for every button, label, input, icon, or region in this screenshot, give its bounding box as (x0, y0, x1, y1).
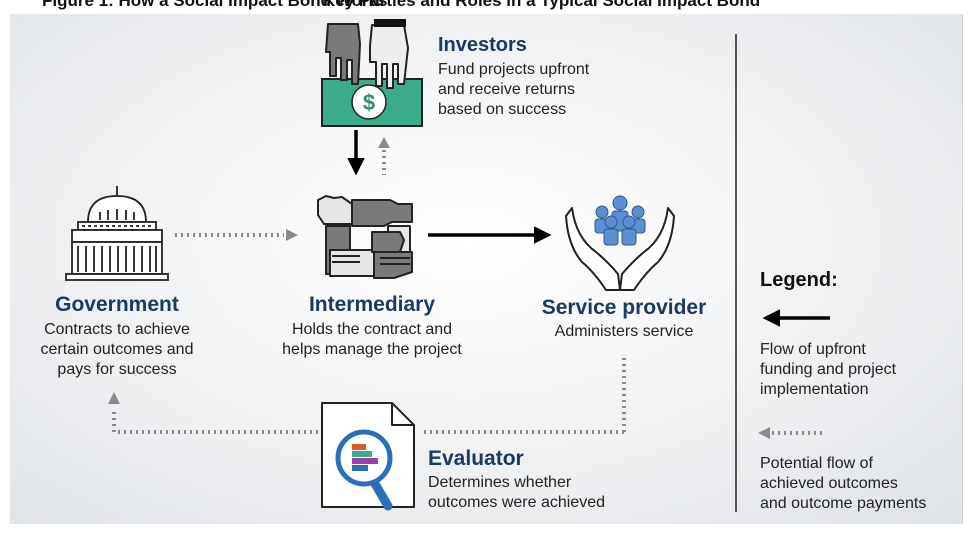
report-magnifier-icon (321, 402, 415, 511)
legend-solid-line-2: funding and project (760, 361, 897, 378)
legend-solid-line-1: Flow of upfront (760, 341, 866, 358)
government-desc-line-1: Contracts to achieve (44, 321, 190, 338)
header-text-left: Figure 1: How a Social Impact Bond Works (42, 0, 388, 10)
hands-with-money-icon: $ (321, 19, 423, 127)
government-desc-line-2: certain outcomes and (40, 341, 194, 358)
evaluator-desc-line-2: outcomes were achieved (428, 494, 605, 511)
diagram-panel (10, 14, 963, 524)
interlocking-hands-icon (317, 195, 413, 279)
investors-title: Investors (438, 34, 527, 56)
payment-arrow-up-head (378, 137, 390, 148)
legend-solid-line-3: implementation (760, 381, 869, 398)
investors-desc-line-2: and receive returns (438, 81, 575, 98)
legend-dotted-line-3: and outcome payments (760, 495, 927, 512)
legend-solid-description: Flow of upfront funding and project impl… (760, 340, 896, 400)
outcome-path-up-head (108, 392, 120, 404)
government-desc-line-3: pays for success (57, 361, 177, 378)
investors-description: Fund projects upfront and receive return… (438, 60, 589, 120)
svg-text:$: $ (363, 90, 375, 115)
evaluator-title: Evaluator (428, 447, 524, 470)
legend-title: Legend: (760, 269, 838, 291)
capitol-building-icon (65, 186, 169, 281)
people-in-hands-icon (565, 195, 675, 291)
intermediary-desc-line-2: helps manage the project (282, 341, 462, 358)
legend-dotted-arrow-head (758, 427, 770, 439)
evaluator-desc-line-1: Determines whether (428, 474, 572, 491)
service-provider-desc-line-1: Administers service (554, 323, 694, 340)
service-provider-title: Service provider (541, 296, 707, 319)
evaluator-description: Determines whether outcomes were achieve… (428, 473, 605, 513)
legend-dotted-line-1: Potential flow of (760, 455, 873, 472)
intermediary-description: Holds the contract and helps manage the … (262, 320, 482, 360)
intermediary-desc-line-1: Holds the contract and (291, 321, 453, 338)
government-description: Contracts to achieve certain outcomes an… (22, 320, 212, 380)
payment-arrow-to-intermediary-head (286, 229, 298, 241)
service-provider-description: Administers service (524, 322, 724, 342)
investors-desc-line-3: based on success (438, 101, 567, 118)
investors-desc-line-1: Fund projects upfront (438, 61, 590, 78)
government-title: Government (55, 293, 179, 316)
header-text-right: Key Parties and Roles in a Typical Socia… (323, 0, 761, 10)
legend-dotted-line-2: achieved outcomes (760, 475, 898, 492)
intermediary-title: Intermediary (308, 293, 436, 316)
legend-dotted-description: Potential flow of achieved outcomes and … (760, 454, 926, 514)
clipped-header: Figure 1: How a Social Impact Bond Works… (0, 0, 972, 14)
